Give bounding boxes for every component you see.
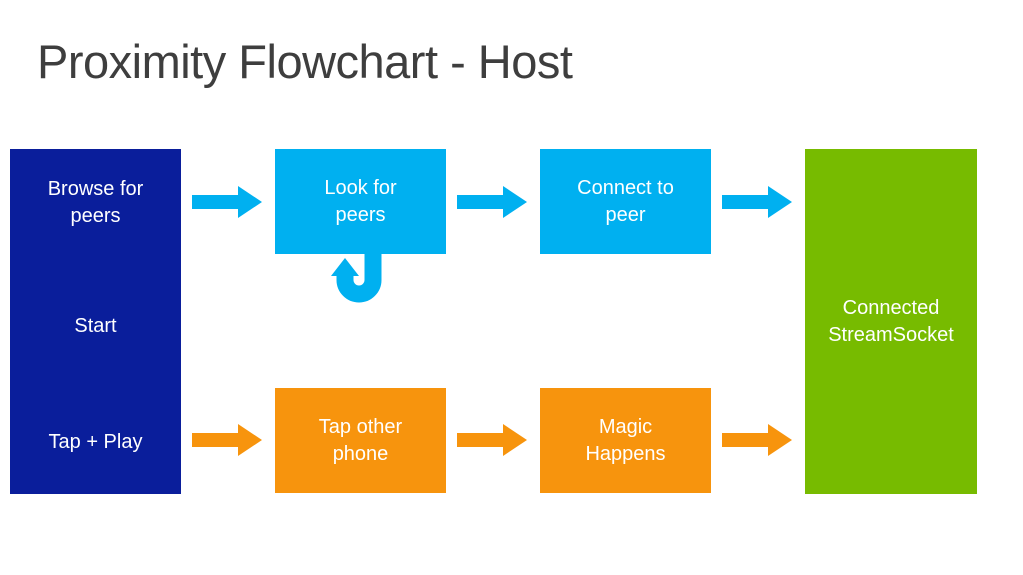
node-tap-other-phone: Tap other phone (275, 388, 446, 493)
connect-line1: Connect to (577, 176, 674, 199)
arrow-right-icon (457, 424, 527, 456)
look-line2: peers (335, 203, 386, 226)
page-title: Proximity Flowchart - Host (37, 35, 573, 88)
node-magic-happens: Magic Happens (540, 388, 711, 493)
tap-line2: phone (332, 442, 389, 465)
arrow-right-icon (457, 186, 527, 218)
magic-line1: Magic (598, 415, 653, 438)
browse-for-peers-label: Browse for peers (10, 176, 181, 230)
arrow-right-icon (722, 186, 792, 218)
start-node-browse-for-peers: Browse for peers Start Tap + Play (10, 149, 181, 494)
arrow-right-icon (722, 424, 792, 456)
connect-line2: peer (605, 203, 646, 226)
end-line2: StreamSocket (828, 323, 954, 346)
arrow-right-icon (192, 424, 262, 456)
end-node-connected-streamsocket: Connected StreamSocket (805, 149, 977, 494)
browse-line1: Browse for (47, 178, 144, 200)
end-line1: Connected (842, 296, 940, 319)
node-look-for-peers: Look for peers (275, 149, 446, 254)
look-line1: Look for (324, 176, 397, 199)
tap-play-label: Tap + Play (48, 431, 143, 453)
magic-line2: Happens (585, 442, 666, 465)
tap-line1: Tap other (318, 415, 403, 438)
start-label: Start (74, 315, 117, 337)
node-connect-to-peer: Connect to peer (540, 149, 711, 254)
arrow-right-icon (192, 186, 262, 218)
browse-line2: peers (70, 205, 121, 227)
loop-arrow-icon (331, 246, 382, 303)
